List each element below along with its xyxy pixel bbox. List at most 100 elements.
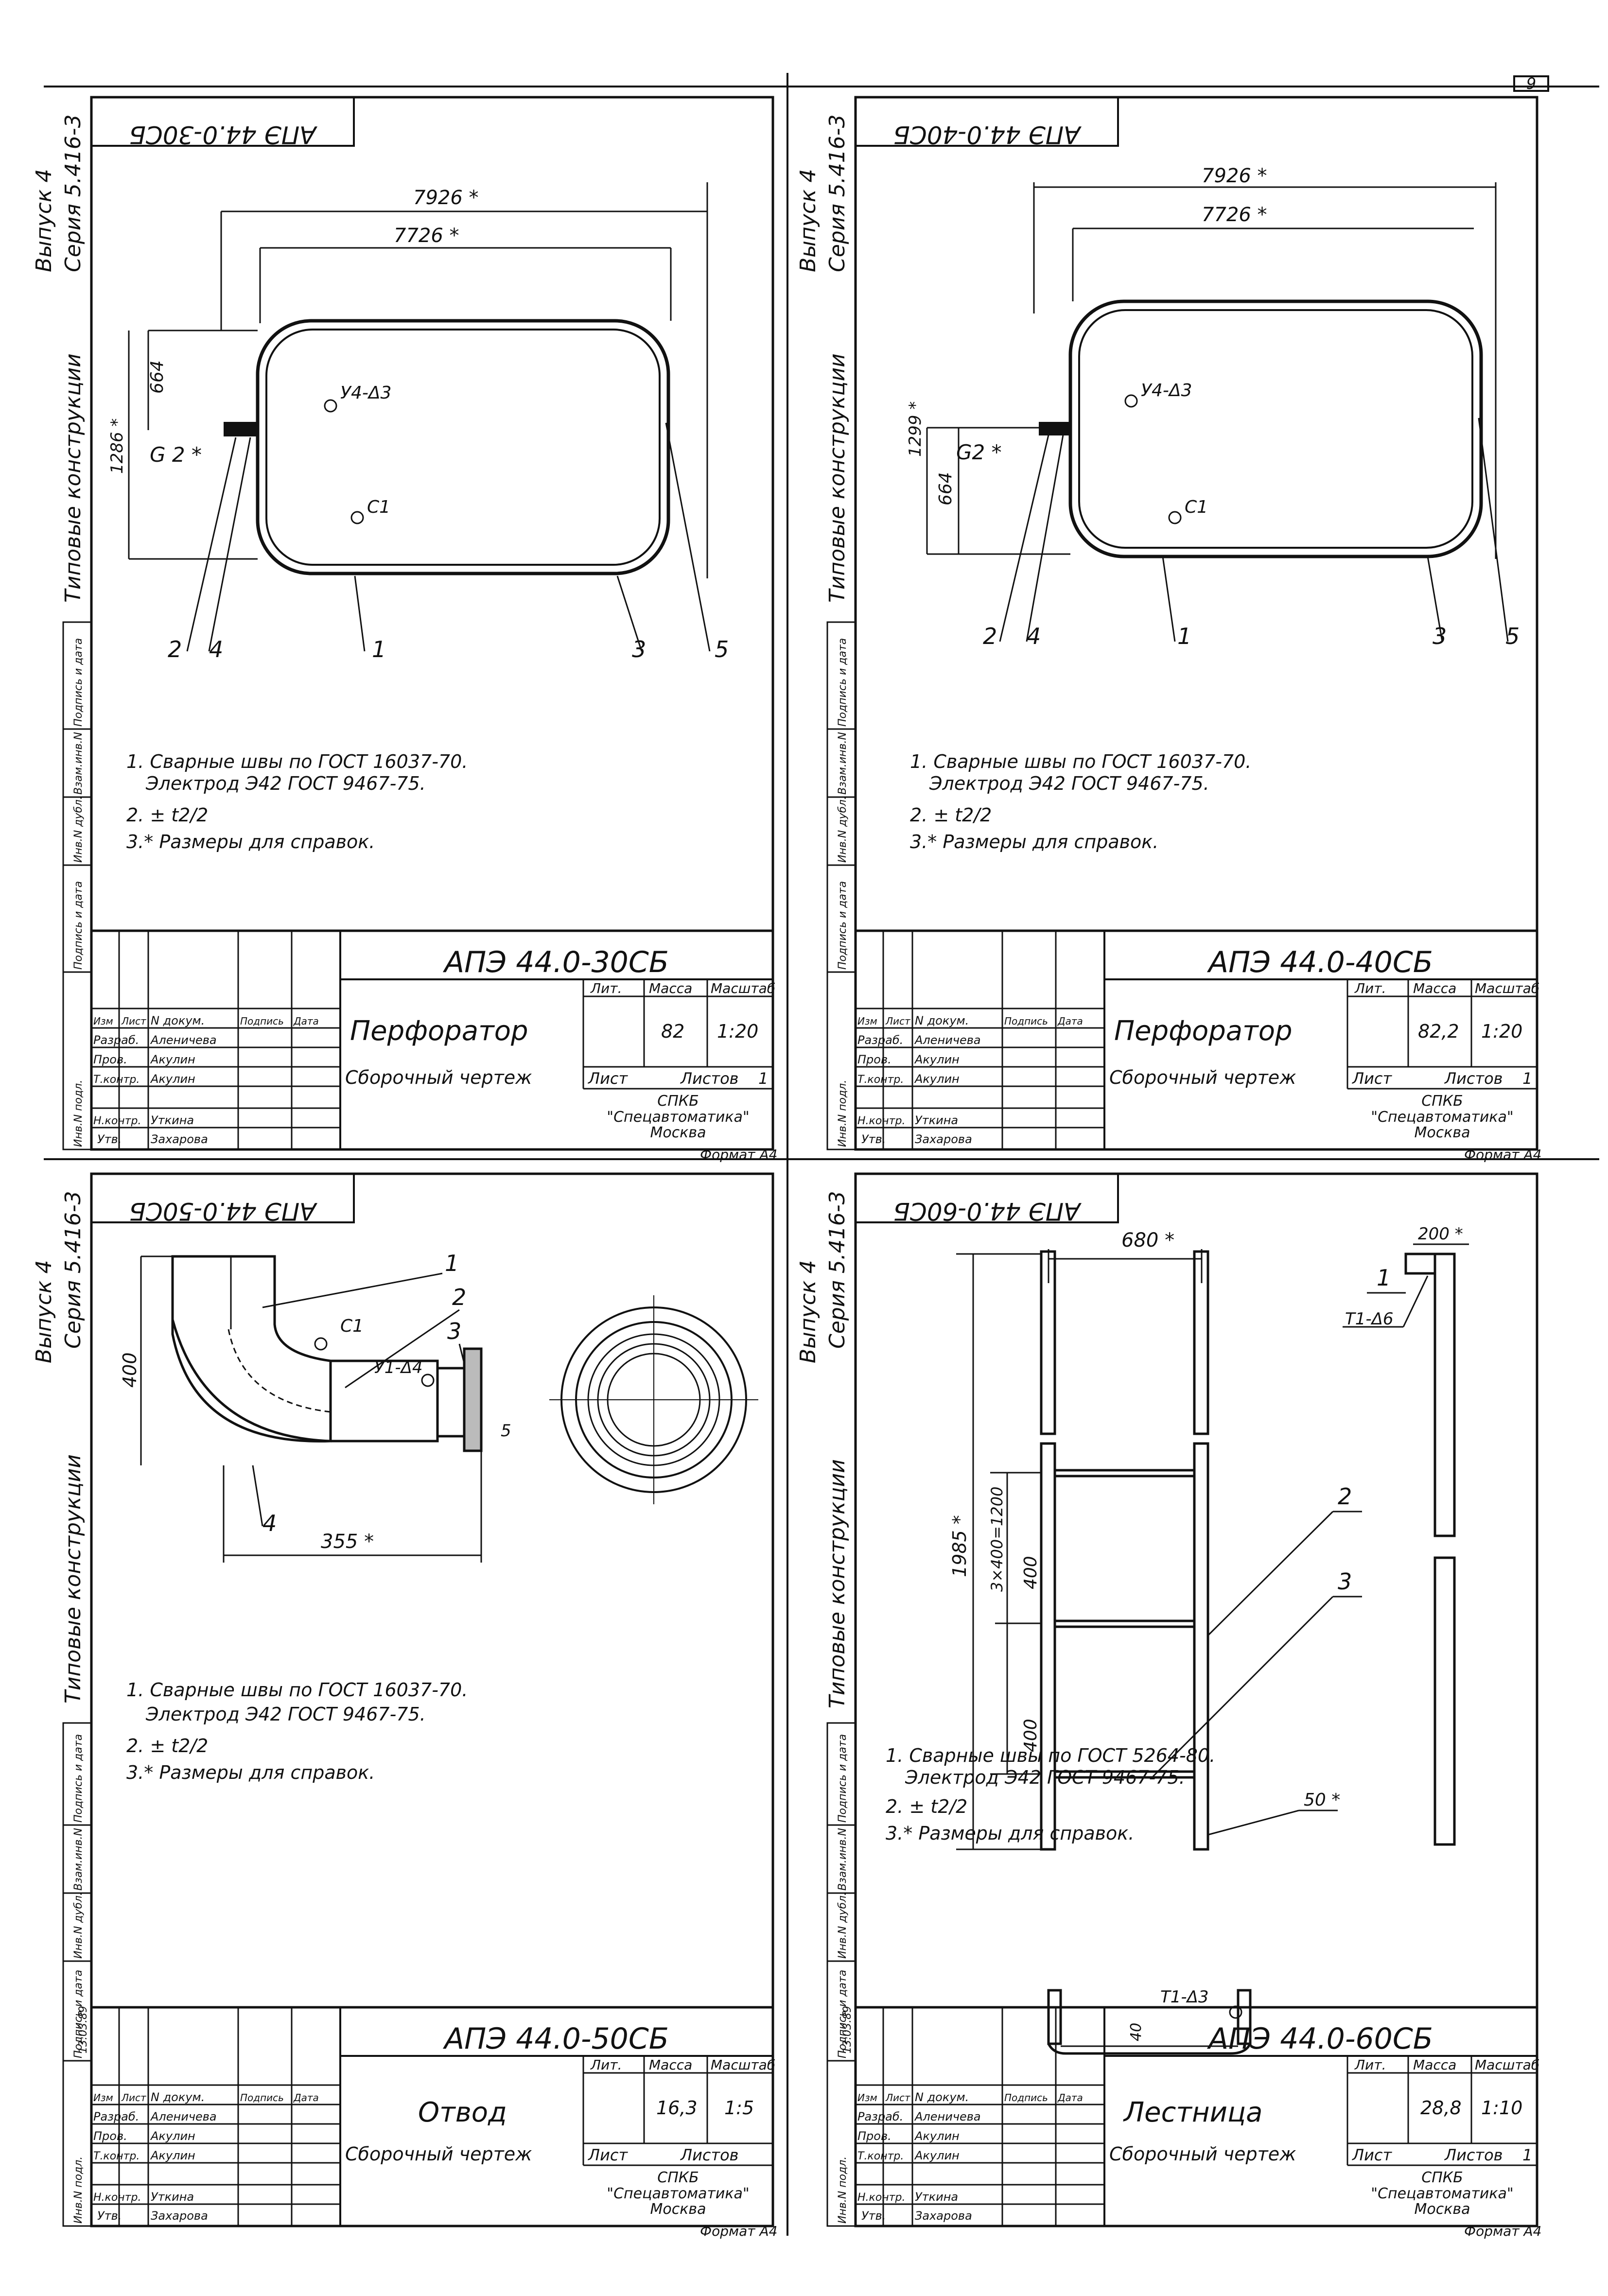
tb-person: Акулин bbox=[914, 1053, 960, 1066]
dim-label: 40 bbox=[1128, 2023, 1145, 2041]
doc-code: АПЭ 44.0-50СБ bbox=[442, 2022, 669, 2056]
sheet-60sb: АПЭ 44.0-60СБ Выпуск 4 Серия 5.416-3 Тип… bbox=[796, 1172, 1541, 2239]
tb-header: Лист bbox=[885, 1015, 911, 1027]
mirror-code: АПЭ 44.0-60СБ bbox=[893, 1197, 1082, 1225]
note-line: 1. Сварные швы по ГОСТ 5264-80. bbox=[886, 1745, 1215, 1766]
tb-person: Уткина bbox=[915, 2190, 958, 2204]
tb-role: Утв. bbox=[861, 2209, 886, 2223]
tb-header: N докум. bbox=[151, 2090, 205, 2104]
mass-value: 82 bbox=[661, 1021, 684, 1042]
stamp-box-label: Инв.N дубл. bbox=[72, 1892, 85, 1959]
dim-label: 1299 * bbox=[906, 401, 925, 457]
tb-header: N докум. bbox=[915, 1014, 969, 1027]
position-number: 4 bbox=[262, 1510, 277, 1536]
title-block: АПЭ 44.0-60СБ Лестница Сборочный чертеж … bbox=[854, 2006, 1541, 2239]
tb-header: Масса bbox=[649, 2057, 692, 2073]
stamp-box-label: Подпись и дата bbox=[72, 1734, 85, 1823]
tb-header: Листов bbox=[1444, 2146, 1503, 2164]
format-label: Формат А4 bbox=[1464, 1147, 1541, 1163]
note-line: 1. Сварные швы по ГОСТ 16037-70. bbox=[126, 751, 468, 772]
tb-person: Акулин bbox=[150, 1053, 195, 1066]
mass-value: 82,2 bbox=[1418, 1021, 1459, 1042]
side-title: Типовые конструкции bbox=[61, 1454, 86, 1704]
mass-value: 28,8 bbox=[1420, 2097, 1462, 2119]
mass-value: 16,3 bbox=[656, 2097, 698, 2119]
sheet-40sb: АПЭ 44.0-40СБ Выпуск 4 Серия 5.416-3 Тип… bbox=[796, 96, 1541, 1163]
position-number: 5 bbox=[715, 636, 729, 662]
series-label: Выпуск 4 bbox=[32, 1260, 56, 1363]
tb-person: Акулин bbox=[150, 2129, 195, 2143]
position-number: 1 bbox=[445, 1250, 459, 1276]
weld-label: С1 bbox=[367, 497, 390, 517]
tb-header: Лист bbox=[885, 2092, 911, 2104]
stamp-box-label: Инв.N дубл. bbox=[837, 796, 849, 863]
tb-person: Захарова bbox=[151, 2209, 208, 2223]
tb-header: Лист bbox=[588, 1069, 628, 1088]
tb-header: Лит. bbox=[1354, 2057, 1386, 2073]
stamp-box-label: Подпись и дата bbox=[837, 1970, 849, 2058]
tb-header: Подпись bbox=[1004, 2092, 1048, 2104]
tb-header: Масштаб bbox=[711, 980, 775, 996]
dim-label: 355 * bbox=[321, 1531, 374, 1553]
drawing-type: Сборочный чертеж bbox=[345, 2143, 532, 2165]
stamp-date: 13.03.89 bbox=[841, 2006, 854, 2053]
org-name: СПКБ bbox=[1421, 1093, 1463, 1110]
tb-header: Дата bbox=[1057, 1015, 1083, 1027]
dim-label: 7726 * bbox=[394, 225, 459, 247]
stamp-box-label: Подпись и дата bbox=[837, 881, 849, 970]
tb-header: Масса bbox=[649, 980, 692, 996]
tb-header: Листов bbox=[680, 1069, 739, 1088]
position-number: 2 bbox=[168, 636, 182, 662]
drawing-type: Сборочный чертеж bbox=[1109, 2143, 1296, 2165]
side-title: Типовые конструкции bbox=[825, 1459, 850, 1708]
item-name: Лестница bbox=[1123, 2097, 1262, 2128]
tb-role: Н.контр. bbox=[93, 1115, 141, 1127]
title-block: АПЭ 44.0-30СБ Перфоратор Сборочный черте… bbox=[90, 929, 777, 1163]
tb-role: Т.контр. bbox=[857, 1074, 904, 1086]
note-line: Электрод Э42 ГОСТ 9467-75. bbox=[145, 1704, 426, 1725]
note-line: Электрод Э42 ГОСТ 9467-75. bbox=[905, 1767, 1185, 1788]
series-label: Выпуск 4 bbox=[796, 1260, 821, 1363]
dim-label: 200 * bbox=[1418, 1224, 1463, 1244]
scale-value: 1:20 bbox=[1481, 1021, 1522, 1042]
position-number: 3 bbox=[447, 1318, 461, 1344]
tb-person: Акулин bbox=[914, 2129, 960, 2143]
org-name: Москва bbox=[650, 2201, 706, 2218]
tb-header: Масса bbox=[1413, 980, 1456, 996]
tb-person: Акулин bbox=[914, 2149, 960, 2162]
tb-header: Подпись bbox=[240, 1015, 284, 1027]
series-label: Серия 5.416-3 bbox=[825, 1191, 850, 1349]
weld-label: У4-Δ3 bbox=[340, 383, 391, 403]
item-name: Отвод bbox=[418, 2097, 507, 2128]
format-label: Формат А4 bbox=[700, 1147, 777, 1163]
position-number: 1 bbox=[1177, 623, 1191, 649]
position-number: 3 bbox=[632, 636, 646, 662]
tb-role: Утв. bbox=[861, 1132, 886, 1146]
perforator-frame bbox=[256, 319, 670, 575]
dim-label: 50 * bbox=[1304, 1790, 1340, 1810]
tb-role: Пров. bbox=[93, 2129, 127, 2143]
org-name: "Спецавтоматика" bbox=[1371, 2185, 1513, 2202]
ladder-drawing bbox=[956, 1243, 1469, 2055]
tb-header: Изм bbox=[93, 2092, 113, 2104]
elbow-drawing bbox=[140, 1255, 758, 1563]
dim-label: 400 bbox=[1021, 1719, 1041, 1752]
tb-header: Масса bbox=[1413, 2057, 1456, 2073]
org-name: СПКБ bbox=[657, 2169, 699, 2186]
stamp-box-label: Взам.инв.N bbox=[72, 1828, 85, 1891]
drawing-type: Сборочный чертеж bbox=[345, 1067, 532, 1088]
tb-header: Листов bbox=[1444, 1069, 1503, 1088]
dim-label: 400 bbox=[119, 1352, 140, 1388]
stamp-box-label: Взам.инв.N bbox=[837, 1828, 849, 1891]
title-block: АПЭ 44.0-40СБ Перфоратор Сборочный черте… bbox=[854, 929, 1541, 1163]
position-number: 2 bbox=[452, 1284, 466, 1310]
tb-header: Лит. bbox=[590, 980, 622, 996]
tb-person: Аленичева bbox=[914, 2110, 981, 2123]
side-title: Типовые конструкции bbox=[825, 353, 850, 603]
tb-role: Разраб. bbox=[93, 1033, 139, 1047]
tb-person: Уткина bbox=[915, 1113, 958, 1127]
stamp-box-label: Инв.N подл. bbox=[72, 2157, 85, 2224]
tb-header: Масштаб bbox=[1475, 2057, 1539, 2073]
dim-label: 7726 * bbox=[1202, 204, 1267, 226]
weld-label: У4-Δ3 bbox=[1141, 381, 1192, 400]
